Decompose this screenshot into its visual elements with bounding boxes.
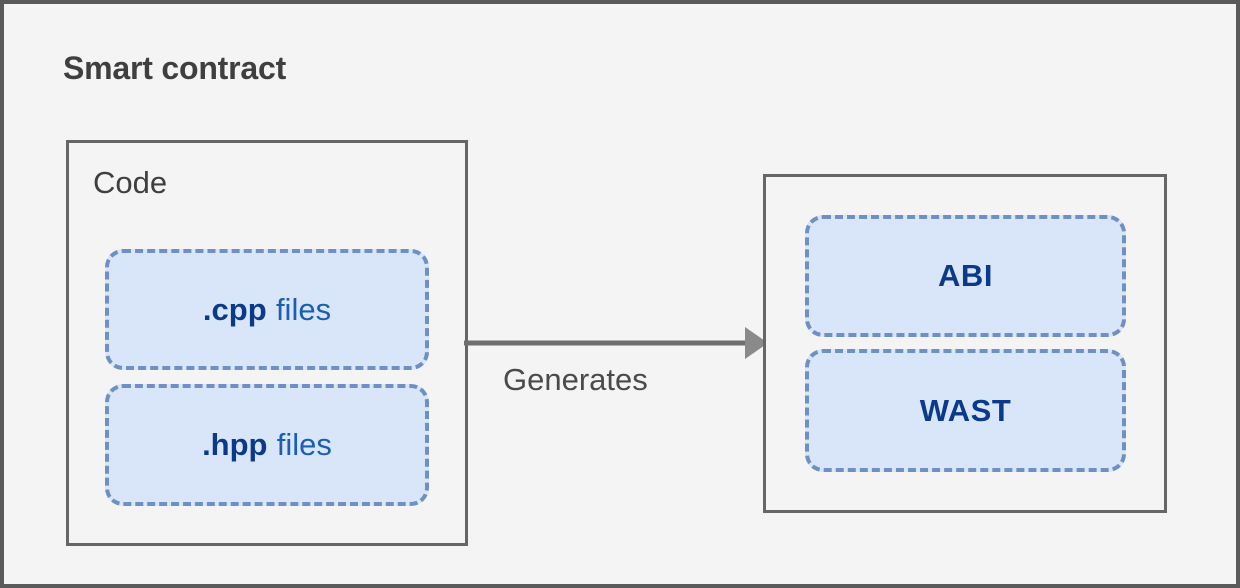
artifact-wast: WAST — [805, 349, 1126, 472]
artifact-cpp-suffix: files — [275, 291, 332, 327]
artifact-hpp-extension: .hpp — [202, 427, 268, 462]
artifact-wast-label: WAST — [919, 392, 1012, 428]
generates-label: Generates — [503, 362, 648, 397]
generates-arrow-icon — [464, 327, 768, 359]
artifact-cpp-extension: .cpp — [202, 291, 267, 327]
artifact-hpp-suffix: files — [276, 427, 332, 462]
code-group-label: Code — [93, 165, 168, 200]
artifact-abi-label: ABI — [938, 258, 993, 293]
page-title: Smart contract — [63, 50, 287, 86]
artifact-abi: ABI — [805, 215, 1126, 337]
